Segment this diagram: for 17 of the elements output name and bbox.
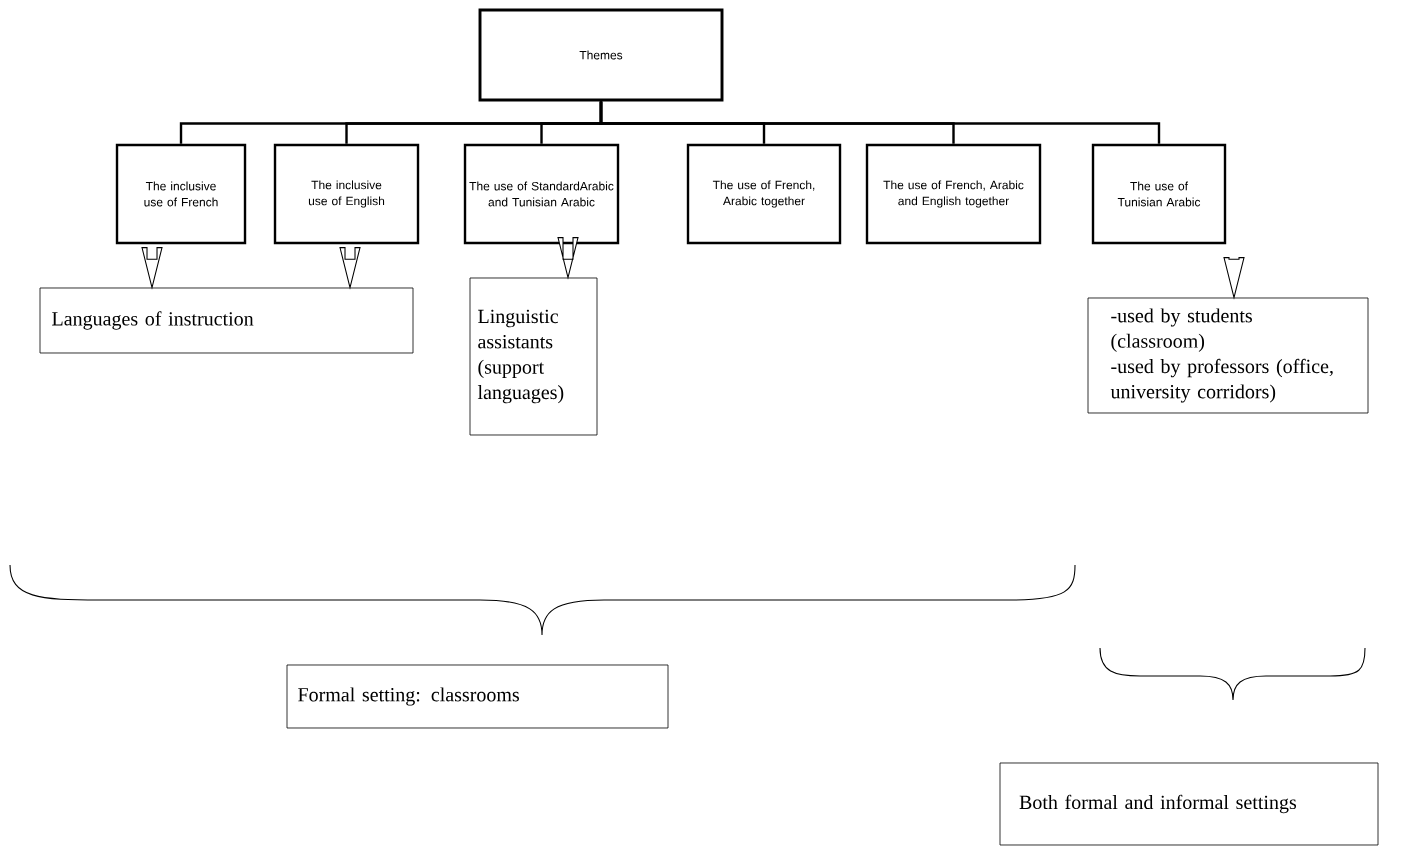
- theme-box: The use of Tunisian Arabic: [1091, 143, 1227, 245]
- theme-box: The use of StandardArabic and Tunisian Arabic: [463, 143, 620, 245]
- hollow-arrow: [1223, 257, 1245, 300]
- hollow-arrow: [339, 247, 361, 290]
- connector-line: [599, 101, 1161, 144]
- hollow-arrow: [557, 237, 579, 280]
- heading-box: Themes: [478, 8, 724, 102]
- text-box: Languages of instruction: [39, 287, 414, 354]
- theme-box: The inclusive use of English: [273, 143, 420, 245]
- text-box: Both formal and informal settings: [999, 762, 1379, 846]
- text-box: Linguistic assistants (support languages): [469, 277, 598, 436]
- theme-box: The inclusive use of French: [115, 143, 247, 245]
- text-box: -used by students (classroom) -used by professors (office, university corridors): [1087, 297, 1369, 414]
- theme-box: The use of French, Arabic together: [686, 143, 842, 245]
- text-box: Formal setting: classrooms: [286, 664, 669, 729]
- theme-box: The use of French, Arabic and English together: [865, 143, 1042, 245]
- hollow-arrow: [141, 247, 163, 290]
